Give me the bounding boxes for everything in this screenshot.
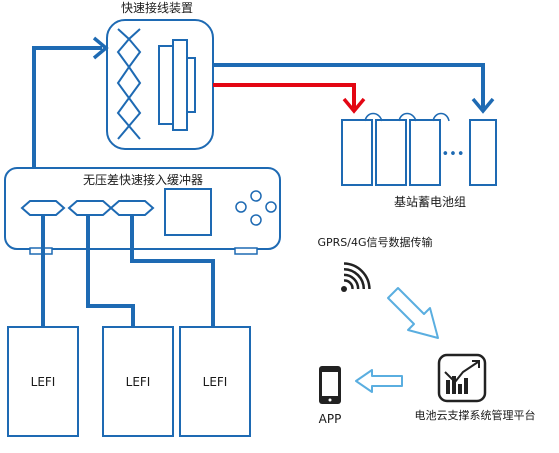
connector-to-battery-red-line [213,83,356,108]
buffer-to-connector-line [32,46,102,168]
app-label: APP [319,412,342,426]
lefi-unit: LEFI [7,326,79,437]
smartphone-icon [319,366,341,404]
outline-arrow-icon [355,369,403,393]
outline-arrow-icon [387,287,439,339]
lefi-label: LEFI [126,375,151,389]
lefi-label: LEFI [203,375,228,389]
lefi-unit: LEFI [102,326,174,437]
connector-label: 快速接线装置 [121,0,193,15]
battery-ellipsis: ••• [441,147,464,162]
port3-to-lefi3-line [130,215,215,327]
platform-label: 电池云支撑系统管理平台 [415,408,536,422]
blue-arrowhead [471,97,495,114]
chart-analytics-icon [437,353,487,403]
red-arrowhead [342,97,366,114]
buffer-label: 无压差快速接入缓冲器 [83,172,203,187]
connector-to-battery-blue-line [213,63,485,108]
battery-group [341,112,497,186]
buffer-to-connector-arrowhead [92,36,109,60]
port2-to-lefi2-line [86,215,135,327]
transmission-label: GPRS/4G信号数据传输 [317,235,432,249]
lefi-label: LEFI [31,375,56,389]
lefi-unit: LEFI [179,326,251,437]
battery-group-label: 基站蓄电池组 [394,195,466,209]
buffer-device [4,167,281,255]
fast-connector-device [106,19,214,150]
wireless-signal-icon [341,262,371,292]
